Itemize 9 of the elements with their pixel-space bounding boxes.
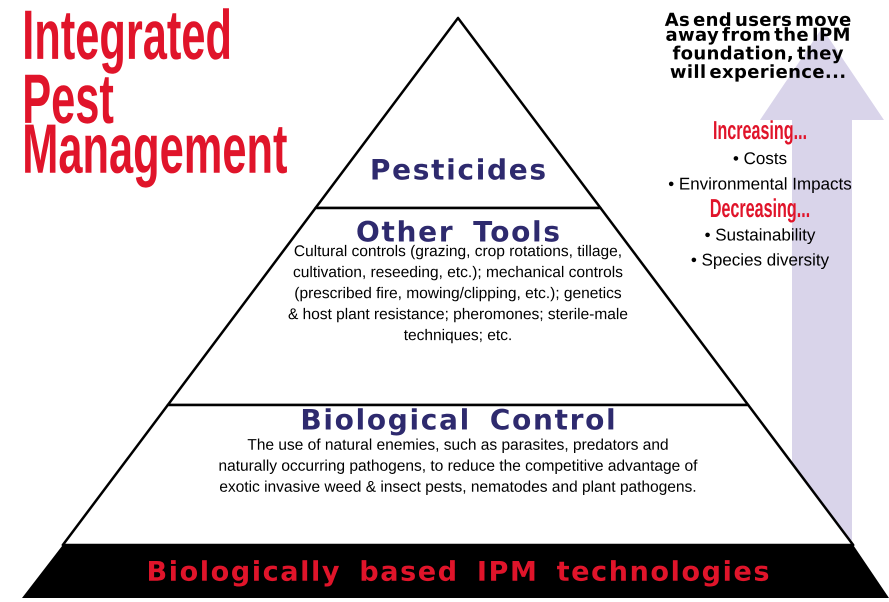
bullet-item: • Costs xyxy=(734,152,786,164)
pyramid-tier: Pesticides xyxy=(314,16,602,210)
pyramid-tier: Biological Control The use of natural enemies, such as parasites, predators and naturally occurring pathogens, to reduce the competitive advantage of exotic invasive weed & insect pests, nematodes and plant pathogens. xyxy=(62,404,854,546)
node-label: Biologically based IPM technologies xyxy=(149,560,768,587)
base-band: Biologically based IPM technologies xyxy=(22,544,889,598)
trend-heading: Increasing... xyxy=(714,120,806,145)
title: Integrated Pest Management xyxy=(25,8,287,188)
heading-text: As end users move away from the IPM foundation, they will experience... xyxy=(664,12,850,82)
bullet-item: • Environmental Impacts xyxy=(668,177,852,194)
